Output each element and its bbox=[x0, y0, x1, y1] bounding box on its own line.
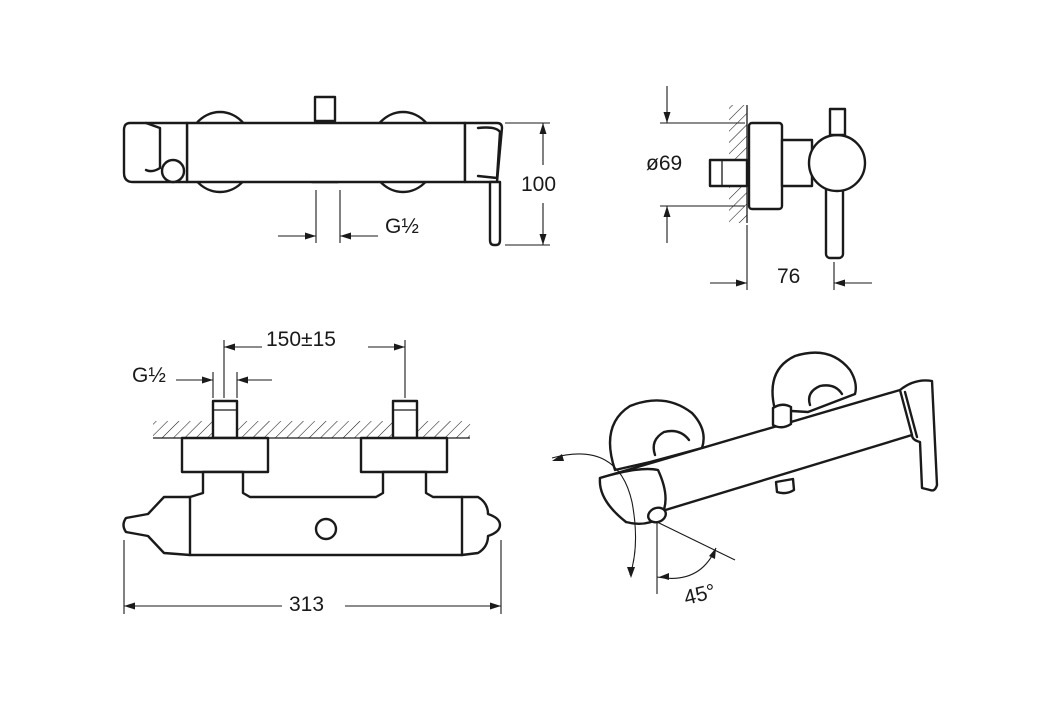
isometric-view: 45° bbox=[551, 351, 939, 610]
iso-rotation-arc bbox=[551, 453, 637, 576]
iso-outlet bbox=[774, 477, 796, 495]
side-top-knob bbox=[828, 107, 847, 137]
iso-angle-arrow-left bbox=[659, 573, 669, 580]
front-side-button bbox=[160, 158, 186, 184]
front-height-arrow-top bbox=[539, 123, 547, 134]
side-depth-arrow-left bbox=[736, 279, 747, 287]
iso-angle-arrow-right bbox=[709, 548, 716, 559]
side-body bbox=[807, 133, 867, 193]
bottom-body bbox=[122, 470, 502, 557]
bottom-view: 150±15 G½ 313 bbox=[122, 328, 502, 616]
side-connector bbox=[780, 138, 814, 188]
front-top-knob bbox=[313, 95, 337, 123]
iso-angle-arc bbox=[656, 547, 717, 579]
side-diameter-label: ø69 bbox=[646, 152, 682, 175]
side-pipe bbox=[708, 158, 749, 188]
bottom-spacing-label: 150±15 bbox=[266, 328, 336, 351]
iso-escutcheon-right-hub bbox=[807, 384, 844, 407]
front-thread-arrow-left bbox=[305, 232, 316, 240]
bottom-thread-arrow-left bbox=[202, 376, 213, 384]
side-view: ø69 76 bbox=[646, 86, 872, 290]
iso-cap-seam bbox=[903, 390, 919, 439]
bottom-width-label: 313 bbox=[289, 593, 324, 616]
iso-top-knob bbox=[771, 403, 793, 429]
iso-rotation-arrow-bottom bbox=[627, 567, 635, 578]
side-escutcheon bbox=[747, 121, 784, 211]
side-depth-arrow-right bbox=[834, 279, 845, 287]
side-lever bbox=[824, 184, 845, 260]
iso-escutcheon-left bbox=[608, 399, 705, 472]
bottom-width-arrow-right bbox=[490, 602, 501, 610]
bottom-wall-hatch bbox=[153, 421, 470, 438]
bottom-thread-label: G½ bbox=[132, 364, 166, 387]
iso-rotation-arrow-top bbox=[552, 454, 564, 461]
front-view: G½ 100 bbox=[122, 95, 556, 247]
bottom-pipe-right bbox=[391, 399, 419, 440]
iso-angle-ray bbox=[656, 521, 736, 561]
bottom-outlet-hole bbox=[314, 517, 338, 541]
bottom-spacing-arrow-left bbox=[224, 343, 235, 351]
side-dia-arrow-bottom bbox=[663, 206, 671, 217]
bottom-thread-arrow-right bbox=[237, 376, 248, 384]
front-height-arrow-bottom bbox=[539, 234, 547, 245]
bottom-width-arrow-left bbox=[124, 602, 135, 610]
bottom-escutcheon-left bbox=[180, 436, 270, 474]
iso-side-button bbox=[647, 506, 667, 524]
bottom-escutcheon-right bbox=[359, 436, 449, 474]
front-height-label: 100 bbox=[521, 173, 556, 196]
front-lever bbox=[488, 180, 502, 247]
iso-escutcheon-right bbox=[771, 351, 858, 414]
iso-escutcheon-left-hub bbox=[652, 429, 691, 457]
bottom-pipe-left bbox=[211, 399, 239, 440]
front-body bbox=[185, 121, 467, 184]
front-thread-label: G½ bbox=[385, 215, 419, 238]
side-depth-label: 76 bbox=[777, 265, 800, 288]
front-thread-arrow-right bbox=[340, 232, 351, 240]
front-left-cap-detail bbox=[144, 121, 162, 173]
bottom-spacing-arrow-right bbox=[394, 343, 405, 351]
side-dia-arrow-top bbox=[663, 112, 671, 123]
iso-angle-label: 45° bbox=[682, 580, 718, 610]
front-right-cap-detail bbox=[476, 126, 502, 180]
